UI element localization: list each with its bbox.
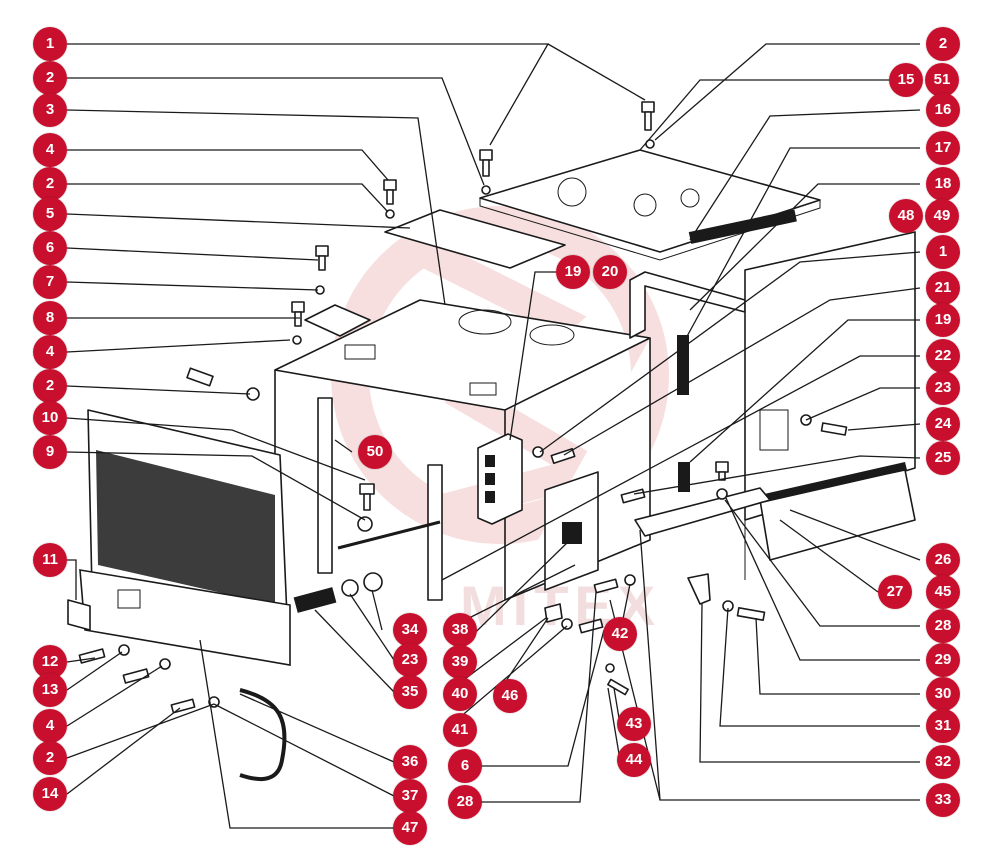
callout-2: 2 xyxy=(33,61,67,95)
side-panel xyxy=(744,231,916,580)
rear-frame xyxy=(629,271,746,339)
callout-43: 43 xyxy=(617,707,651,741)
callout-27: 27 xyxy=(878,575,912,609)
callout-2: 2 xyxy=(926,27,960,61)
callout-6: 6 xyxy=(33,231,67,265)
callout-28: 28 xyxy=(926,609,960,643)
callout-49: 49 xyxy=(925,199,959,233)
callout-30: 30 xyxy=(926,677,960,711)
callout-2: 2 xyxy=(33,741,67,775)
callout-23: 23 xyxy=(393,643,427,677)
callout-14: 14 xyxy=(33,777,67,811)
callout-44: 44 xyxy=(617,743,651,777)
callout-31: 31 xyxy=(926,709,960,743)
callout-45: 45 xyxy=(926,575,960,609)
callout-2: 2 xyxy=(33,369,67,403)
square-plate xyxy=(304,304,371,337)
callout-6: 6 xyxy=(448,749,482,783)
callout-17: 17 xyxy=(926,131,960,165)
bracket xyxy=(67,599,91,631)
callout-4: 4 xyxy=(33,133,67,167)
vertical-grill-rail-lower xyxy=(678,462,690,492)
callout-9: 9 xyxy=(33,435,67,469)
callout-21: 21 xyxy=(926,271,960,305)
callout-46: 46 xyxy=(493,679,527,713)
callout-5: 5 xyxy=(33,197,67,231)
callout-47: 47 xyxy=(393,811,427,845)
callout-15: 15 xyxy=(889,63,923,97)
callout-20: 20 xyxy=(593,255,627,289)
callout-26: 26 xyxy=(926,543,960,577)
front-grille xyxy=(79,409,291,666)
control-plate xyxy=(544,471,599,591)
callout-32: 32 xyxy=(926,745,960,779)
callout-38: 38 xyxy=(443,613,477,647)
callout-41: 41 xyxy=(443,713,477,747)
callout-51: 51 xyxy=(925,63,959,97)
callout-11: 11 xyxy=(33,543,67,577)
callout-10: 10 xyxy=(33,401,67,435)
front-upright-right xyxy=(427,464,443,601)
callout-23: 23 xyxy=(926,371,960,405)
callout-16: 16 xyxy=(926,93,960,127)
callout-8: 8 xyxy=(33,301,67,335)
leader-lines xyxy=(66,43,921,829)
fasteners xyxy=(78,101,848,714)
callout-4: 4 xyxy=(33,709,67,743)
callout-36: 36 xyxy=(393,745,427,779)
callout-19: 19 xyxy=(926,303,960,337)
front-upright-left xyxy=(317,397,333,574)
base-rail xyxy=(634,462,916,561)
callout-2: 2 xyxy=(33,167,67,201)
switch-box xyxy=(477,433,523,525)
callout-3: 3 xyxy=(33,93,67,127)
callout-4: 4 xyxy=(33,335,67,369)
top-grill-strip xyxy=(688,209,797,244)
callout-1: 1 xyxy=(926,235,960,269)
callout-22: 22 xyxy=(926,339,960,373)
hose xyxy=(239,688,287,782)
callout-42: 42 xyxy=(603,617,637,651)
callout-40: 40 xyxy=(443,677,477,711)
spring xyxy=(293,572,383,613)
callout-39: 39 xyxy=(443,645,477,679)
callout-1: 1 xyxy=(33,27,67,61)
callout-28: 28 xyxy=(448,785,482,819)
callout-34: 34 xyxy=(393,613,427,647)
callout-24: 24 xyxy=(926,407,960,441)
callout-50: 50 xyxy=(358,435,392,469)
callout-29: 29 xyxy=(926,643,960,677)
small-top-plate xyxy=(384,209,566,269)
callout-25: 25 xyxy=(926,441,960,475)
callout-13: 13 xyxy=(33,673,67,707)
tie-rod xyxy=(337,520,441,550)
callout-33: 33 xyxy=(926,783,960,817)
callout-48: 48 xyxy=(889,199,923,233)
callout-18: 18 xyxy=(926,167,960,201)
callout-35: 35 xyxy=(393,675,427,709)
callout-7: 7 xyxy=(33,265,67,299)
callout-19: 19 xyxy=(556,255,590,289)
callout-37: 37 xyxy=(393,779,427,813)
